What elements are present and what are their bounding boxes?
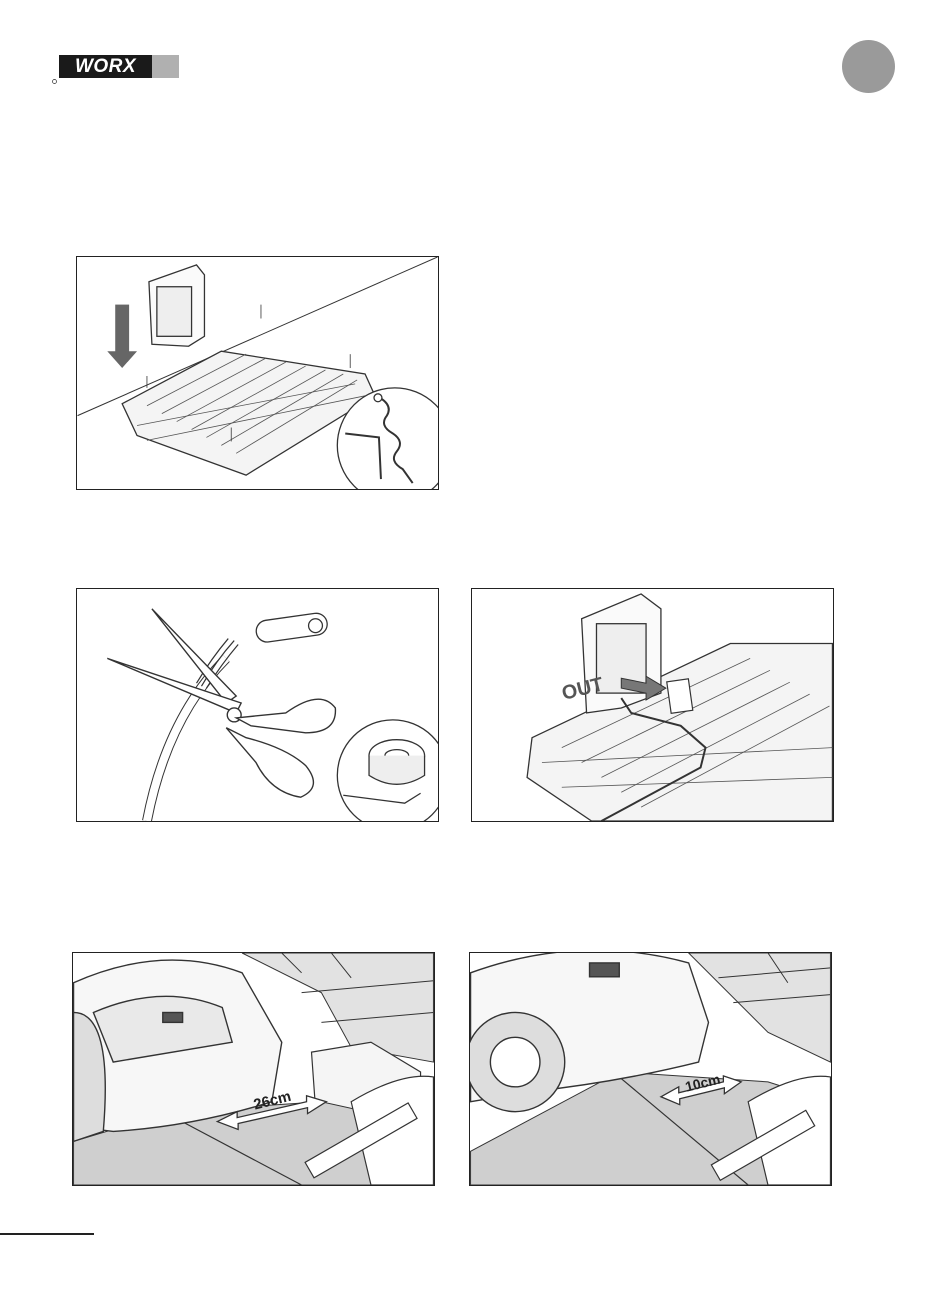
- distance-path-illustration: 10cm: [470, 953, 831, 1185]
- language-badge: [842, 40, 895, 93]
- brand-logo: WORX: [52, 55, 179, 78]
- wire-cut-illustration: [77, 589, 438, 821]
- charging-station: [149, 265, 205, 346]
- figure-distance-path: 10cm: [469, 952, 832, 1186]
- figure-wire-cut: [76, 588, 439, 822]
- wire-end-icon: [255, 612, 329, 644]
- connector-tab: [667, 679, 693, 713]
- footer-rule: [0, 1233, 94, 1235]
- down-arrow-icon: [107, 305, 137, 368]
- logo-accent: [152, 55, 179, 78]
- figure-distance-wall: 26cm: [72, 952, 435, 1186]
- logo-registered-mark: [52, 71, 57, 76]
- base-plate: [527, 644, 832, 821]
- figure-charging-base-install: [76, 256, 439, 490]
- distance-wall-illustration: 26cm: [73, 953, 434, 1185]
- detail-inset-spool: [337, 720, 438, 821]
- wire-connect-illustration: OUT: [472, 589, 833, 821]
- brand-name: WORX: [59, 55, 152, 78]
- figure-wire-connect: OUT: [471, 588, 834, 822]
- charging-base-illustration: [77, 257, 438, 489]
